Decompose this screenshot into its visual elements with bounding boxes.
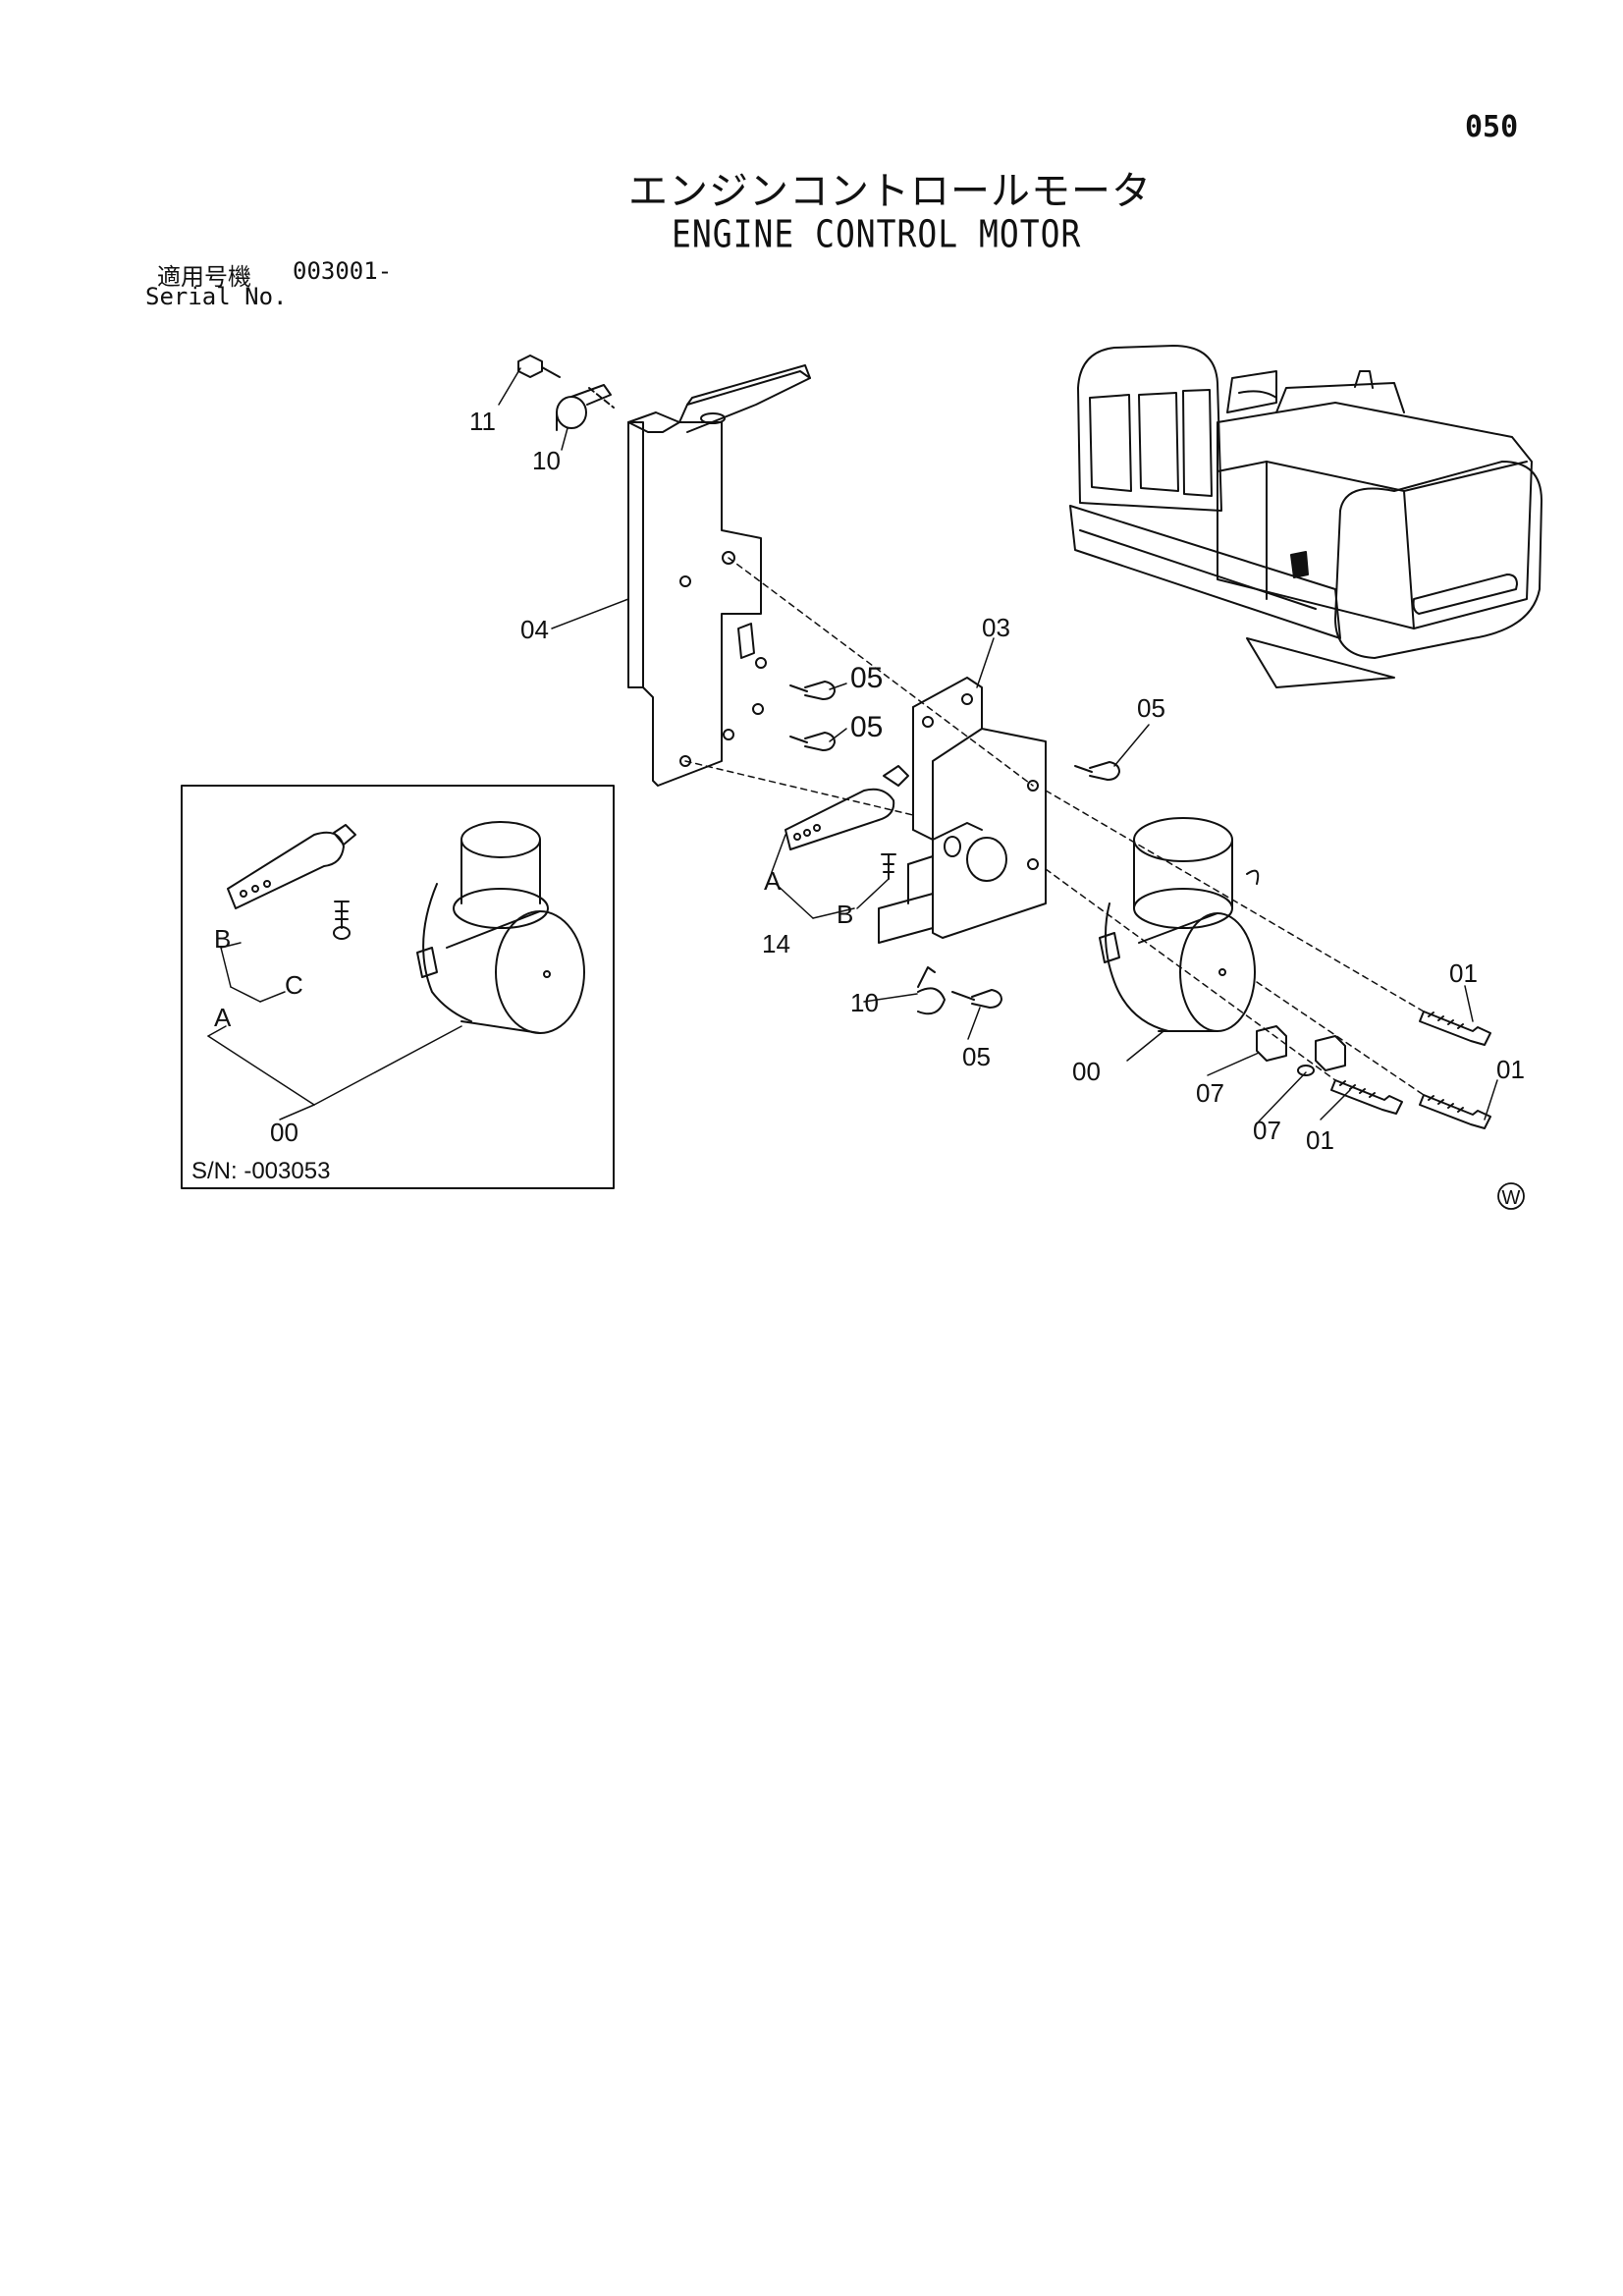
bolt-05-a: [789, 681, 836, 700]
bracket-04: [627, 364, 811, 787]
callout-11: 11: [469, 407, 496, 436]
callout-05-b: 05: [850, 711, 883, 743]
callout-07-a: 07: [1196, 1078, 1224, 1108]
callout-05-bottom: 05: [962, 1042, 991, 1071]
plate-07-a: [1256, 1025, 1287, 1062]
inset-label-c: C: [285, 970, 303, 1000]
inset-old-type-box: [181, 785, 615, 1189]
callout-01-top: 01: [1449, 958, 1478, 988]
lever-14: [784, 765, 909, 880]
callout-a-main: A: [764, 866, 782, 896]
inset-label-a: A: [214, 1003, 232, 1032]
serial-label-japanese: 適用号機: [157, 263, 251, 291]
serial-value: 003001-: [293, 257, 393, 285]
motor-00: [1099, 817, 1260, 1032]
callout-10-bottom: 10: [850, 988, 879, 1017]
callout-07-b: 07: [1253, 1116, 1281, 1145]
clamp-10-bottom: [917, 966, 946, 1015]
excavator-overview-illustration: [1069, 345, 1542, 688]
screw-01-right: [1419, 1094, 1491, 1129]
inset-label-00: 00: [270, 1118, 298, 1147]
callout-b-main: B: [837, 900, 853, 929]
title-japanese: エンジンコントロールモータ: [628, 169, 1152, 214]
bolt-05-right: [1074, 761, 1120, 781]
callout-00-main: 00: [1072, 1057, 1101, 1086]
callout-05-a: 05: [850, 662, 883, 694]
plate-07-b: [1297, 1035, 1346, 1076]
callout-01-bottom: 01: [1306, 1125, 1334, 1155]
callout-10-top: 10: [532, 446, 561, 475]
title-english: ENGINE CONTROL MOTOR: [672, 212, 1082, 256]
bolt-05-b: [789, 732, 836, 751]
page-number: 050: [1465, 110, 1519, 144]
inset-serial: S/N: -003053: [191, 1158, 330, 1184]
inset-label-b: B: [214, 924, 231, 954]
callout-04: 04: [520, 615, 549, 644]
screw-01-bottom: [1330, 1079, 1403, 1115]
bolt-05-bottom: [951, 989, 1002, 1009]
serial-label-english: Serial No.: [145, 283, 288, 310]
bolt-11: [517, 355, 561, 378]
screw-01-top: [1419, 1011, 1491, 1046]
clamp-10-top: [556, 384, 612, 431]
callout-03: 03: [982, 613, 1010, 642]
callout-14: 14: [762, 929, 790, 958]
corner-mark: W: [1502, 1187, 1521, 1209]
bracket-03: [878, 677, 1047, 944]
callout-05-right: 05: [1137, 693, 1165, 723]
callout-01-right: 01: [1496, 1055, 1525, 1084]
